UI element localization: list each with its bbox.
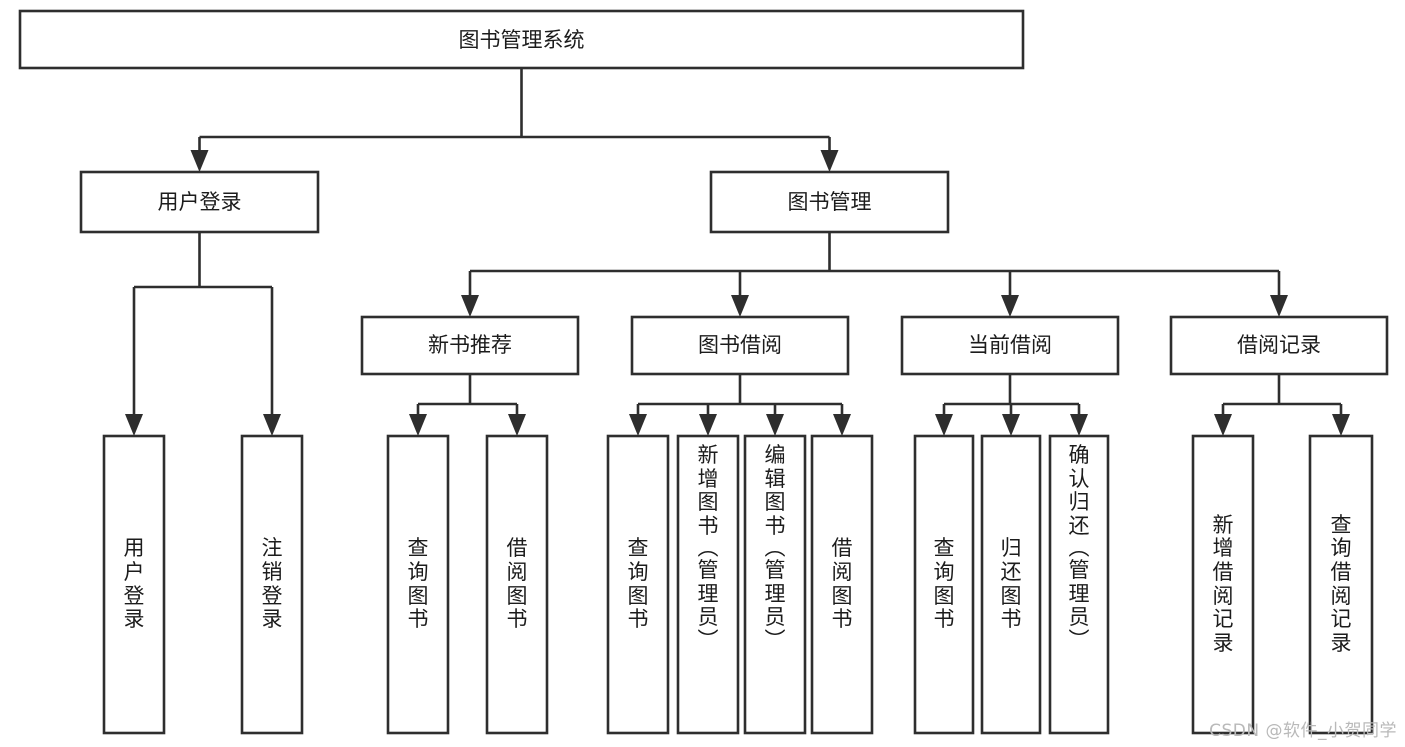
arrowhead-leaf-query-book-3 xyxy=(935,414,953,436)
arrowhead-leaf-query-book-1 xyxy=(409,414,427,436)
node-new-book-recommend[interactable]: 新书推荐 xyxy=(360,315,580,376)
arrowhead-leaf-query-book-2 xyxy=(629,414,647,436)
node-current-borrow-box[interactable] xyxy=(900,315,1120,376)
node-borrow-record-label: 借阅记录 xyxy=(1237,333,1321,357)
node-root-box[interactable] xyxy=(18,9,1025,70)
node-book-manage-label: 图书管理 xyxy=(788,190,872,214)
arrowhead-book-borrow xyxy=(731,295,749,317)
node-book-manage[interactable]: 图书管理 xyxy=(709,170,950,234)
node-leaf-query-book-1-box[interactable] xyxy=(386,434,450,735)
node-leaf-add-record-box[interactable] xyxy=(1191,434,1255,735)
watermark-text: CSDN @软件_小贺同学 xyxy=(1209,721,1397,741)
arrowhead-current-borrow xyxy=(1001,295,1019,317)
arrowhead-leaf-borrow-book-2 xyxy=(833,414,851,436)
node-leaf-borrow-book-1-box[interactable] xyxy=(485,434,549,735)
node-leaf-add-book-box[interactable] xyxy=(676,434,740,735)
node-book-borrow-box[interactable] xyxy=(630,315,850,376)
node-leaf-logout-box[interactable] xyxy=(240,434,304,735)
node-book-borrow-label: 图书借阅 xyxy=(698,333,782,357)
node-book-borrow[interactable]: 图书借阅 xyxy=(630,315,850,376)
node-leaf-confirm-return-box[interactable] xyxy=(1048,434,1110,735)
arrowhead-leaf-confirm-return xyxy=(1070,414,1088,436)
arrowhead-leaf-user-login xyxy=(125,414,143,436)
arrowhead-book-manage xyxy=(820,150,839,172)
arrowhead-borrow-record xyxy=(1270,295,1288,317)
node-current-borrow-label: 当前借阅 xyxy=(968,333,1052,357)
node-new-book-recommend-label: 新书推荐 xyxy=(428,333,512,357)
arrowhead-leaf-add-record xyxy=(1214,414,1232,436)
node-leaf-edit-book-box[interactable] xyxy=(743,434,807,735)
arrowhead-user-login xyxy=(190,150,209,172)
node-user-login-box[interactable] xyxy=(79,170,320,234)
node-user-login[interactable]: 用户登录 xyxy=(79,170,320,234)
node-root[interactable]: 图书管理系统 xyxy=(18,9,1025,70)
arrowhead-leaf-add-book xyxy=(699,414,717,436)
node-leaf-return-book-box[interactable] xyxy=(980,434,1042,735)
node-leaf-query-record-box[interactable] xyxy=(1308,434,1374,735)
arrowhead-new-book-recommend xyxy=(461,295,479,317)
node-book-manage-box[interactable] xyxy=(709,170,950,234)
node-layer: 图书管理系统 用户登录 图书管理 新书推荐 图书借阅 xyxy=(18,9,1389,735)
arrowhead-leaf-borrow-book-1 xyxy=(508,414,526,436)
arrowhead-leaf-return-book xyxy=(1002,414,1020,436)
node-new-book-recommend-box[interactable] xyxy=(360,315,580,376)
node-user-login-label: 用户登录 xyxy=(158,190,242,214)
connector-layer xyxy=(125,68,1350,436)
node-leaf-borrow-book-2-box[interactable] xyxy=(810,434,874,735)
node-borrow-record-box[interactable] xyxy=(1169,315,1389,376)
node-current-borrow[interactable]: 当前借阅 xyxy=(900,315,1120,376)
arrowhead-leaf-query-record xyxy=(1332,414,1350,436)
arrowhead-leaf-logout xyxy=(263,414,281,436)
node-borrow-record[interactable]: 借阅记录 xyxy=(1169,315,1389,376)
node-leaf-user-login-box[interactable] xyxy=(102,434,166,735)
arrowhead-leaf-edit-book xyxy=(766,414,784,436)
node-leaf-query-book-3-box[interactable] xyxy=(913,434,975,735)
node-leaf-query-book-2-box[interactable] xyxy=(606,434,670,735)
node-root-label: 图书管理系统 xyxy=(459,28,585,52)
